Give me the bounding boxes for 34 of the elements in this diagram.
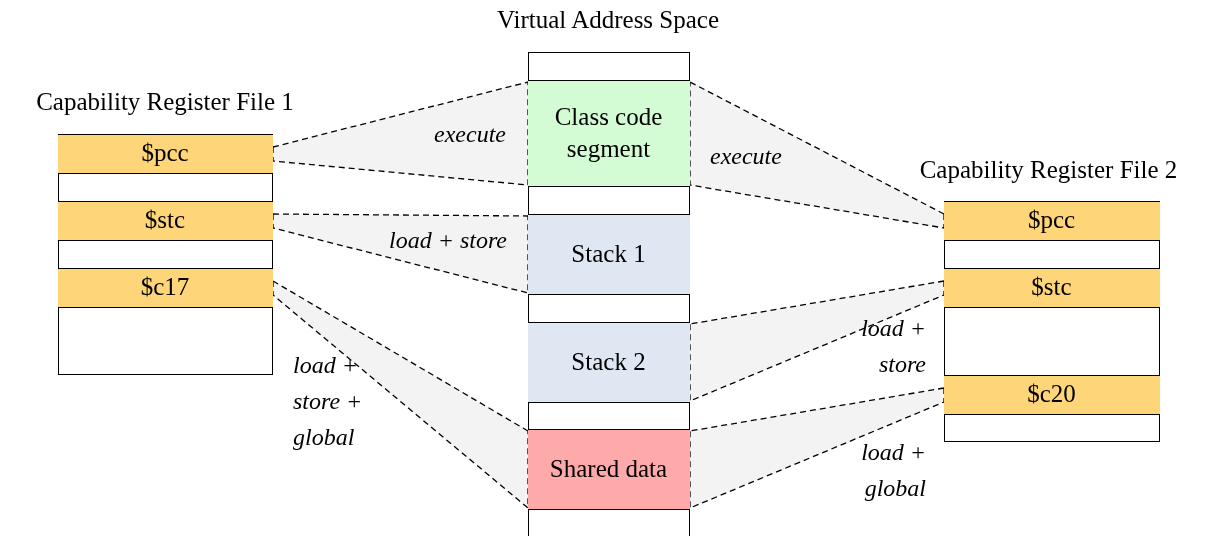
dashed-connector [689,280,945,325]
dashed-connector [272,280,529,432]
panel-title: Capability Register File 1 [35,87,295,117]
dashed-connector [272,81,529,148]
edge-label: load + store + global [293,351,364,452]
cell-label: $pcc [141,138,189,169]
edge-label: load + store [388,226,507,255]
memory-cell [527,321,690,403]
edge-label: execute [433,120,506,149]
dashed-connector [689,387,945,432]
cell-label: Shared data [549,453,668,484]
panel-title: Virtual Address Space [495,5,721,35]
memory-cell [527,428,690,510]
edge-label: load + global [860,438,926,503]
panel-title: Capability Register File 2 [918,155,1179,185]
dashed-connector [272,213,529,217]
memory-cell [943,374,1160,415]
memory-cell [527,213,690,295]
cell-label: $pcc [1027,205,1076,236]
cell-label: $stc [1031,272,1072,303]
memory-cell [57,133,273,174]
edge-label: execute [710,142,783,171]
cell-label: Stack 2 [571,346,646,377]
edge-label: load + store [860,314,926,379]
cell-label: Class code segment [553,101,664,164]
cell-label: $c20 [1027,379,1076,410]
cell-label: $stc [144,205,186,236]
memory-cell [943,267,1160,308]
cell-label: Stack 1 [571,238,646,269]
memory-cell [943,200,1160,241]
memory-cell [57,200,273,241]
cell-label: $c17 [140,272,190,303]
memory-cell [527,79,690,187]
memory-cell [57,267,273,308]
